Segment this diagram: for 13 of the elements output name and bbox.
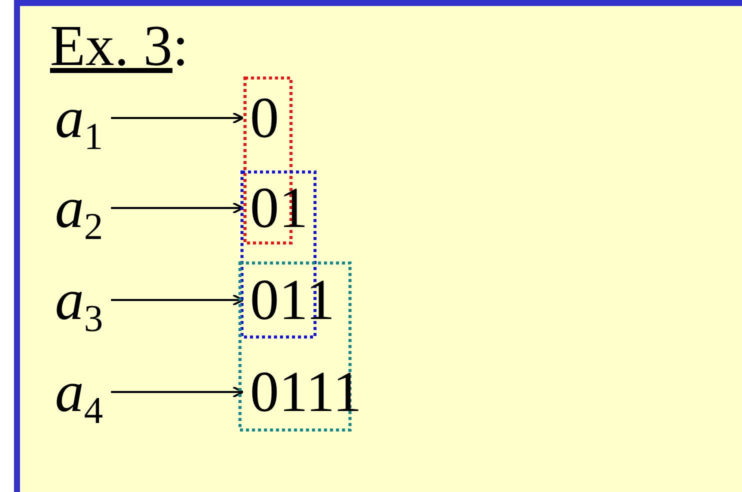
example-heading: Ex. 3: <box>50 14 189 78</box>
arrow <box>111 202 244 214</box>
arrow <box>111 386 244 398</box>
codeword-label: 011 <box>250 268 335 332</box>
symbol-label: a$_{2}$ <box>55 176 103 240</box>
symbol-label: a$_{3}$ <box>55 268 103 332</box>
arrow <box>111 112 244 124</box>
codeword-label: 0 <box>250 86 279 150</box>
codeword-label: 0111 <box>250 360 362 424</box>
symbol-label: a$_{4}$ <box>55 360 103 424</box>
arrow <box>111 294 244 306</box>
symbol-label: a$_{1}$ <box>55 86 103 150</box>
codeword-label: 01 <box>250 176 308 240</box>
